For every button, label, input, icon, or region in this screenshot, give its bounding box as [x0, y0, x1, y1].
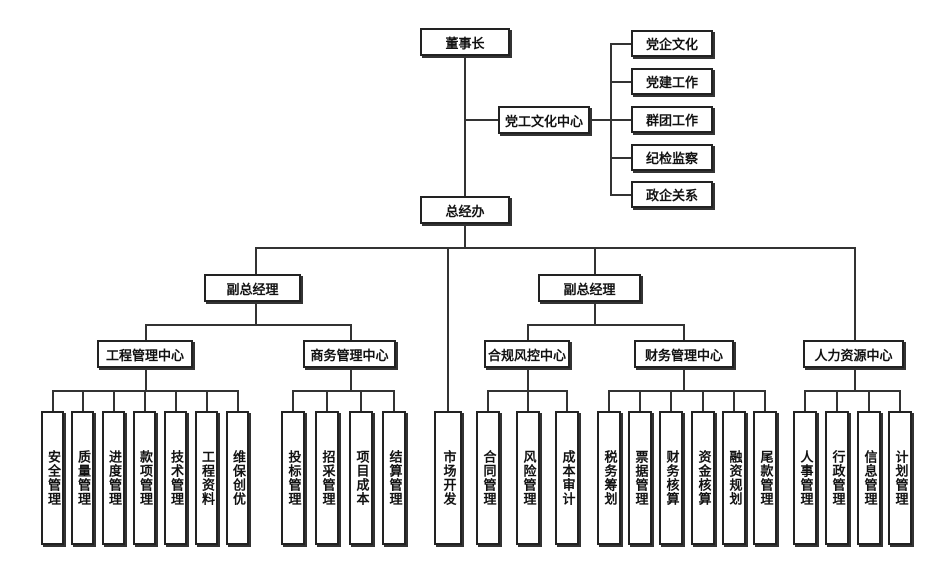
connector [292, 390, 394, 392]
leaf-box: 人事管理 [793, 411, 817, 545]
connector [639, 390, 641, 412]
engineering-center-box: 工程管理中心 [97, 340, 193, 368]
leaf-box: 技术管理 [164, 411, 187, 545]
connector [465, 119, 499, 121]
business-center-box: 商务管理中心 [303, 340, 396, 368]
connector [854, 247, 856, 341]
connector [113, 390, 115, 412]
leaf-box: 财务核算 [659, 411, 683, 545]
connector [899, 390, 901, 412]
leaf-box: 票据管理 [628, 411, 652, 545]
finance-center-box: 财务管理中心 [634, 340, 734, 368]
leaf-box: 行政管理 [825, 411, 849, 545]
connector [610, 81, 632, 83]
leaf-box: 安全管理 [41, 411, 64, 545]
connector [487, 390, 489, 412]
leaf-box: 融资规划 [722, 411, 746, 545]
leaf-box: 项目成本 [349, 411, 373, 545]
connector [237, 390, 239, 412]
connector [683, 324, 685, 341]
connector [52, 390, 54, 412]
leaf-box: 计划管理 [888, 411, 912, 545]
connector [206, 390, 208, 412]
connector [350, 324, 352, 341]
vice-gm-right-box: 副总经理 [538, 274, 641, 302]
connector [145, 324, 147, 341]
connector [350, 367, 352, 391]
connector [326, 390, 328, 412]
connector [360, 390, 362, 412]
vice-gm-left-box: 副总经理 [204, 274, 301, 302]
connector [764, 390, 766, 412]
connector [683, 367, 685, 391]
leaf-box: 资金核算 [691, 411, 715, 545]
connector [733, 390, 735, 412]
connector [594, 247, 596, 275]
connector [527, 324, 684, 326]
leaf-box: 招采管理 [315, 411, 339, 545]
connector [610, 43, 632, 45]
connector [608, 390, 610, 412]
connector [145, 324, 351, 326]
party-item-box: 党建工作 [631, 68, 713, 95]
connector [144, 390, 146, 412]
connector [145, 367, 147, 391]
connector [566, 390, 568, 412]
connector [464, 55, 466, 196]
leaf-box: 维保创优 [226, 411, 249, 545]
party-item-box: 纪检监察 [631, 144, 713, 171]
connector [589, 119, 611, 121]
leaf-box: 税务筹划 [597, 411, 621, 545]
connector [868, 390, 870, 412]
leaf-box: 尾款管理 [753, 411, 777, 545]
leaf-box: 信息管理 [857, 411, 881, 545]
connector [610, 194, 632, 196]
connector [610, 119, 632, 121]
connector [175, 390, 177, 412]
connector [610, 157, 632, 159]
connector [670, 390, 672, 412]
party-item-box: 政企关系 [631, 181, 713, 208]
connector [292, 390, 294, 412]
leaf-box: 质量管理 [71, 411, 94, 545]
connector [527, 367, 529, 391]
connector [836, 390, 838, 412]
leaf-box: 工程资料 [195, 411, 218, 545]
connector [527, 324, 529, 341]
connector [854, 367, 856, 391]
connector [464, 223, 466, 248]
leaf-box: 进度管理 [102, 411, 125, 545]
party-center-box: 党工文化中心 [498, 106, 590, 134]
chairman-box: 董事长 [420, 28, 510, 56]
connector [527, 390, 529, 412]
connector [804, 390, 806, 412]
connector [82, 390, 84, 412]
connector [608, 390, 765, 392]
connector [255, 247, 855, 249]
connector [594, 301, 596, 325]
party-item-box: 群团工作 [631, 106, 713, 133]
market-development-box: 市场开发 [434, 411, 462, 545]
connector [255, 247, 257, 275]
leaf-box: 款项管理 [133, 411, 156, 545]
connector [804, 390, 900, 392]
leaf-box: 投标管理 [281, 411, 305, 545]
party-item-box: 党企文化 [631, 30, 713, 57]
connector [393, 390, 395, 412]
connector [255, 301, 257, 325]
leaf-box: 成本审计 [555, 411, 579, 545]
connector [447, 247, 449, 413]
leaf-box: 结算管理 [382, 411, 406, 545]
gm-office-box: 总经办 [420, 196, 510, 224]
connector [702, 390, 704, 412]
hr-center-box: 人力资源中心 [803, 340, 904, 368]
leaf-box: 合同管理 [476, 411, 500, 545]
compliance-center-box: 合规风控中心 [484, 340, 570, 368]
leaf-box: 风险管理 [516, 411, 540, 545]
